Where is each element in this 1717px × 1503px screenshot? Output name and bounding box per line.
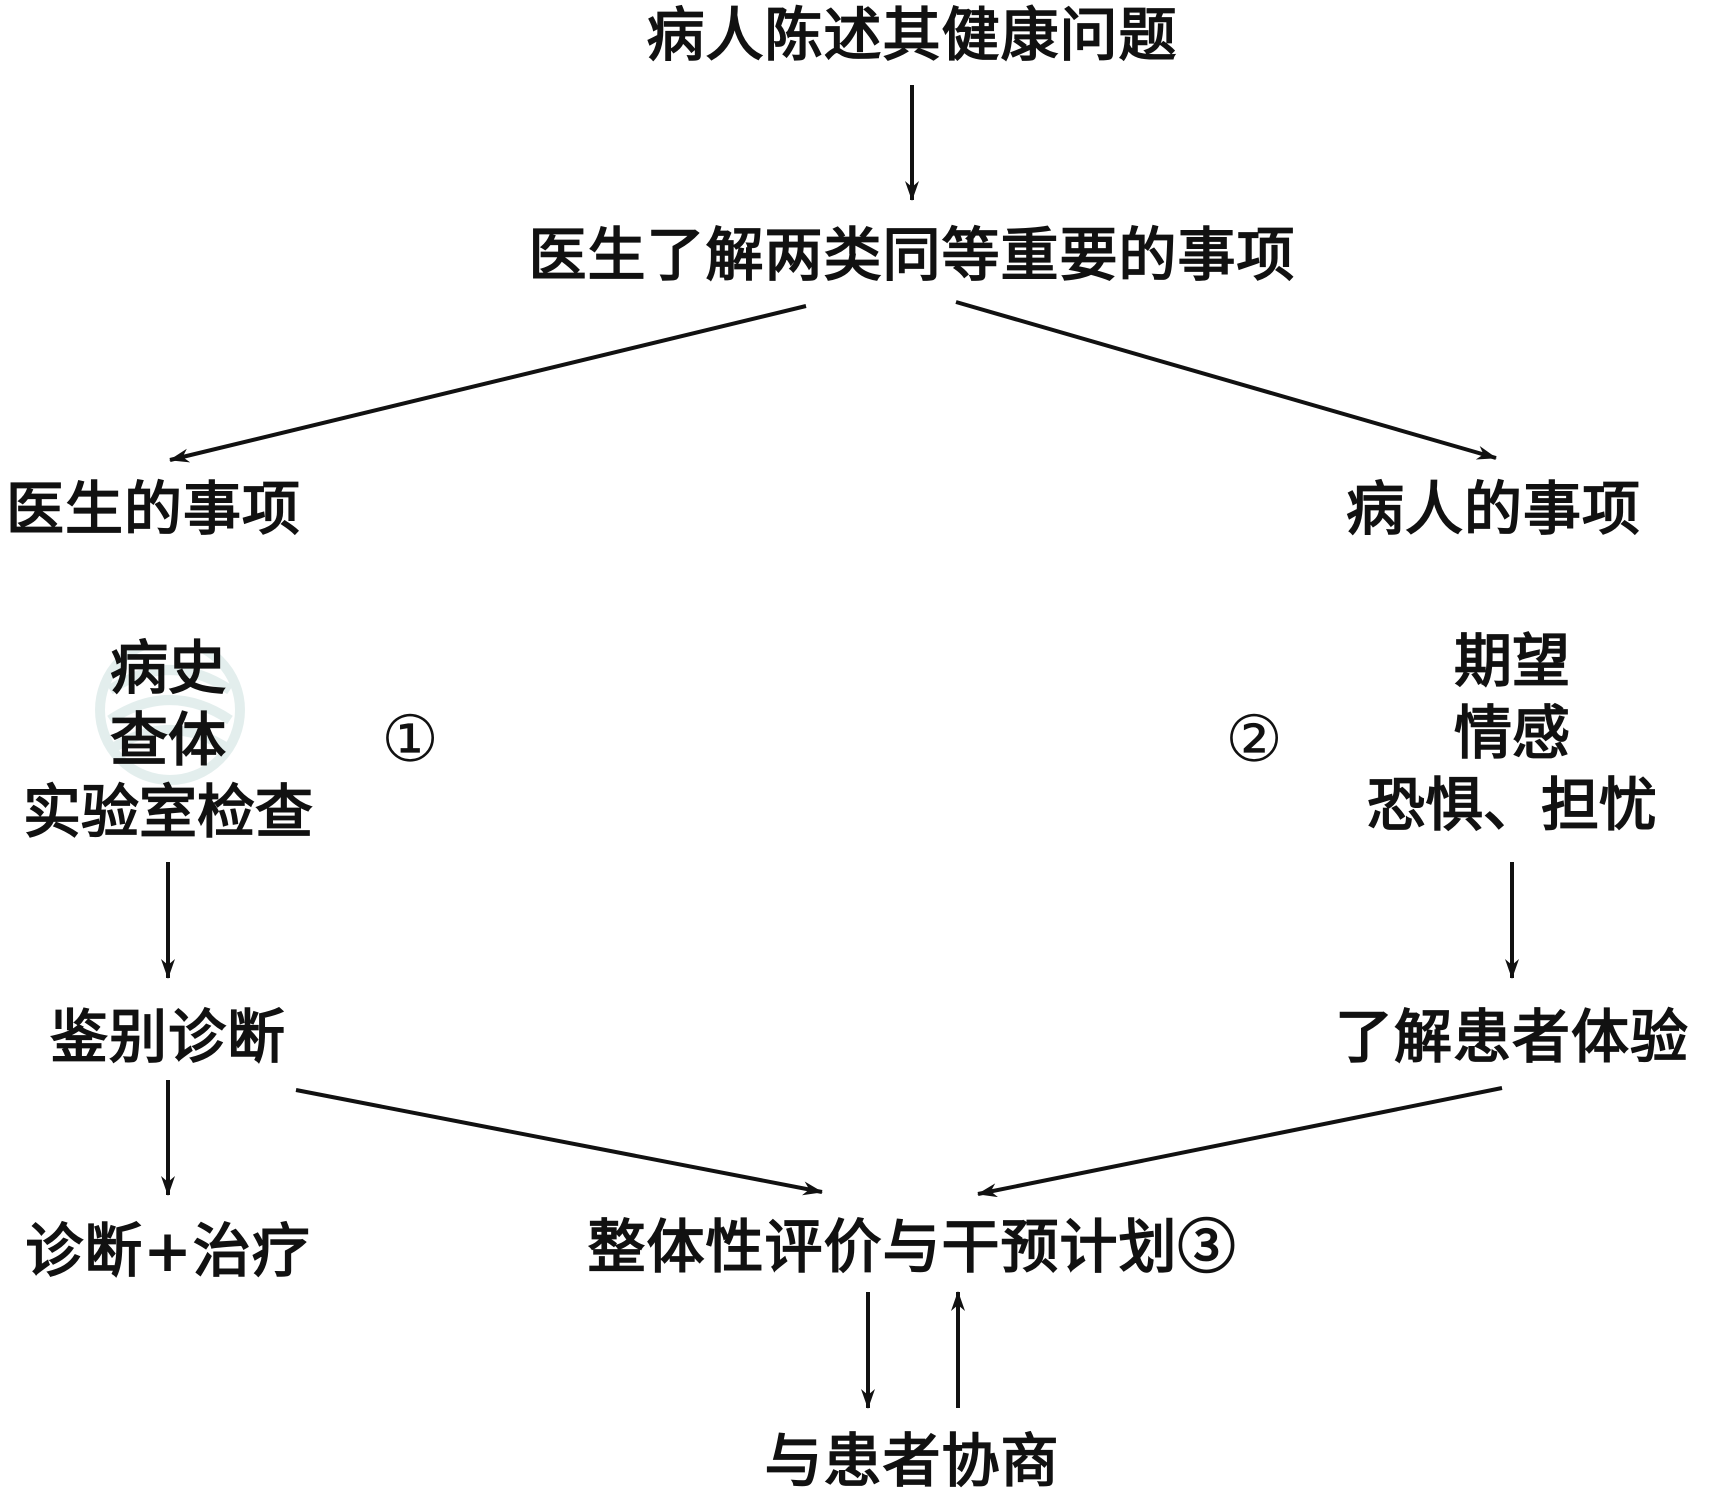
understand-experience: 了解患者体验 — [1334, 1003, 1690, 1071]
holistic-plan: 整体性评价与干预计划③ — [587, 1213, 1237, 1281]
doctor-items-title: 医生的事项 — [6, 475, 302, 543]
negotiate-with-patient: 与患者协商 — [764, 1427, 1060, 1495]
doctor-item: 实验室检查 — [22, 778, 314, 846]
doctor-understands: 医生了解两类同等重要的事项 — [528, 221, 1296, 289]
arrow-understands-to-doctor-items — [169, 304, 807, 463]
arrow-differential-to-holistic — [295, 1088, 823, 1196]
arrow-experience-to-holistic — [977, 1086, 1503, 1198]
patient-items-list: 期望 情感 恐惧、担忧 — [1367, 625, 1657, 841]
arrow-understands-to-patient-items — [955, 300, 1497, 460]
marker-1: ① — [381, 703, 439, 777]
differential-diagnosis: 鉴别诊断 — [49, 1003, 287, 1071]
marker-2: ② — [1225, 703, 1283, 777]
patient-items-title: 病人的事项 — [1346, 475, 1642, 543]
patient-item: 情感 — [1453, 699, 1571, 767]
patient-item: 期望 — [1453, 627, 1571, 695]
doctor-item: 病史 — [109, 634, 227, 702]
doctor-item: 查体 — [109, 706, 227, 774]
diagnosis-treatment: 诊断+治疗 — [25, 1217, 311, 1285]
patient-item: 恐惧、担忧 — [1366, 771, 1658, 839]
patient-statement: 病人陈述其健康问题 — [646, 1, 1178, 69]
doctor-items-list: 病史 查体 实验室检查 — [23, 632, 313, 848]
